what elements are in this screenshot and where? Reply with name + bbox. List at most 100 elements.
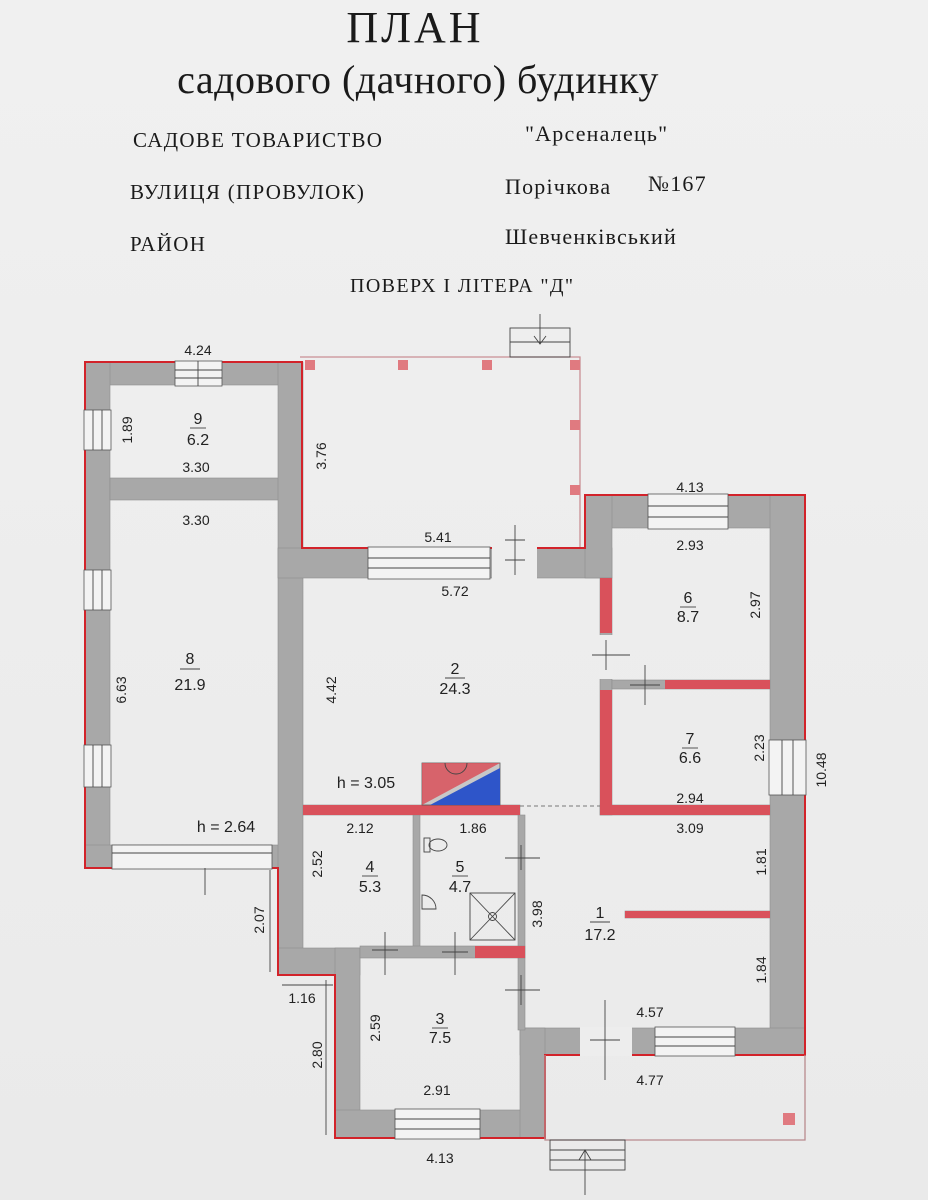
window — [394, 1108, 481, 1140]
room-area: 5.3 — [359, 879, 381, 896]
dim-label: 5.72 — [441, 583, 468, 599]
upper-terrace — [300, 356, 581, 548]
entrance-arrow-icon — [578, 1149, 592, 1195]
room-number: 9 — [194, 411, 203, 428]
height-labels: h = 3.05 h = 2.64 — [197, 775, 395, 836]
room-area: 4.7 — [449, 879, 471, 896]
dim-label: 2.97 — [747, 591, 763, 618]
room-area: 21.9 — [174, 677, 205, 694]
dim-label: 2.52 — [309, 850, 325, 877]
room-number: 5 — [456, 859, 465, 876]
window — [83, 569, 112, 611]
entrance-steps-top — [509, 314, 571, 358]
door-marker — [505, 975, 540, 1005]
windows — [83, 360, 807, 1140]
room-number: 2 — [451, 661, 460, 678]
dim-label: 1.81 — [753, 848, 769, 875]
window — [367, 546, 491, 580]
dim-label: 3.30 — [182, 459, 209, 475]
dim-label: 4.13 — [426, 1150, 453, 1166]
society-label: САДОВЕ ТОВАРИСТВО — [133, 128, 384, 152]
dim-label: 2.59 — [367, 1014, 383, 1041]
dim-label: 2.23 — [751, 734, 767, 761]
dim-label: 2.12 — [346, 820, 373, 836]
street-label: ВУЛИЦЯ (ПРОВУЛОК) — [130, 180, 366, 204]
doors — [372, 525, 660, 1080]
height-main: h = 3.05 — [337, 775, 395, 792]
document-title: ПЛАН — [346, 3, 484, 52]
door-marker — [592, 635, 630, 679]
room-number: 4 — [366, 859, 375, 876]
dim-label: 3.98 — [529, 900, 545, 927]
door-marker — [442, 932, 468, 975]
lower-porch — [544, 1055, 806, 1141]
entrance-steps-bottom — [549, 1139, 626, 1195]
door-swing-icon — [421, 894, 437, 910]
dim-label: 2.07 — [251, 906, 267, 933]
door-marker — [372, 932, 398, 975]
dim-label: 3.76 — [313, 442, 329, 469]
partition — [517, 814, 526, 1031]
window — [654, 1026, 736, 1057]
window — [768, 739, 807, 796]
fireplace-block — [421, 762, 501, 806]
room-number: 6 — [684, 590, 693, 607]
dim-label: 5.41 — [424, 529, 451, 545]
room-area: 24.3 — [439, 681, 470, 698]
dim-label: 3.09 — [676, 820, 703, 836]
room-number: 7 — [686, 731, 695, 748]
dim-label: 1.89 — [119, 416, 135, 443]
dim-label: 1.84 — [753, 956, 769, 983]
district-label: РАЙОН — [130, 232, 207, 256]
window — [174, 360, 223, 387]
room-area: 6.6 — [679, 750, 701, 767]
floor-caption: ПОВЕРХ І ЛІТЕРА "Д" — [350, 275, 575, 297]
dim-label: 2.94 — [676, 790, 703, 806]
dim-label: 4.77 — [636, 1072, 663, 1088]
height-annex: h = 2.64 — [197, 819, 255, 836]
dim-label: 2.91 — [423, 1082, 450, 1098]
window — [83, 409, 112, 451]
window — [111, 844, 273, 870]
dim-label: 2.80 — [309, 1041, 325, 1068]
door-marker — [505, 845, 540, 870]
wall-segment — [584, 494, 613, 579]
dim-label: 4.42 — [323, 676, 339, 703]
shower-tray-icon — [469, 892, 516, 941]
window — [83, 744, 112, 788]
society-value: "Арсеналець" — [525, 121, 669, 146]
wall-segment — [277, 361, 304, 976]
dim-label: 2.93 — [676, 537, 703, 553]
door-marker — [630, 665, 660, 705]
room-number: 8 — [186, 651, 195, 668]
room-labels: 9 6.2 8 21.9 2 24.3 6 8.7 7 6.6 1 17.2 4… — [174, 411, 701, 1047]
street-value: Порічкова — [505, 174, 612, 199]
document-subtitle: садового (дачного) будинку — [177, 57, 659, 102]
room-area: 7.5 — [429, 1030, 451, 1047]
room-area: 17.2 — [584, 927, 615, 944]
district-value: Шевченківський — [505, 224, 678, 249]
house-number: №167 — [648, 171, 707, 196]
wall-segment — [334, 947, 361, 1139]
entrance-arrow-icon — [533, 314, 547, 345]
dim-label: 4.13 — [676, 479, 703, 495]
wall-segment — [109, 477, 281, 501]
red-partitions — [303, 578, 770, 958]
dimension-lines — [204, 868, 333, 1135]
dim-label: 1.86 — [459, 820, 486, 836]
dim-label: 6.63 — [113, 676, 129, 703]
room-area: 6.2 — [187, 432, 209, 449]
dim-label: 3.30 — [182, 512, 209, 528]
dim-label: 1.16 — [288, 990, 315, 1006]
toilet-icon — [423, 837, 448, 853]
window — [647, 493, 729, 530]
dimension-labels: 4.24 1.89 3.30 3.30 6.63 3.76 5.41 5.72 … — [113, 342, 829, 1166]
room-number: 3 — [436, 1011, 445, 1028]
dim-label: 10.48 — [813, 752, 829, 787]
room-number: 1 — [596, 905, 605, 922]
door-marker — [492, 525, 537, 579]
partition — [412, 814, 421, 949]
wall-segment — [519, 1027, 546, 1139]
room-area: 8.7 — [677, 609, 699, 626]
